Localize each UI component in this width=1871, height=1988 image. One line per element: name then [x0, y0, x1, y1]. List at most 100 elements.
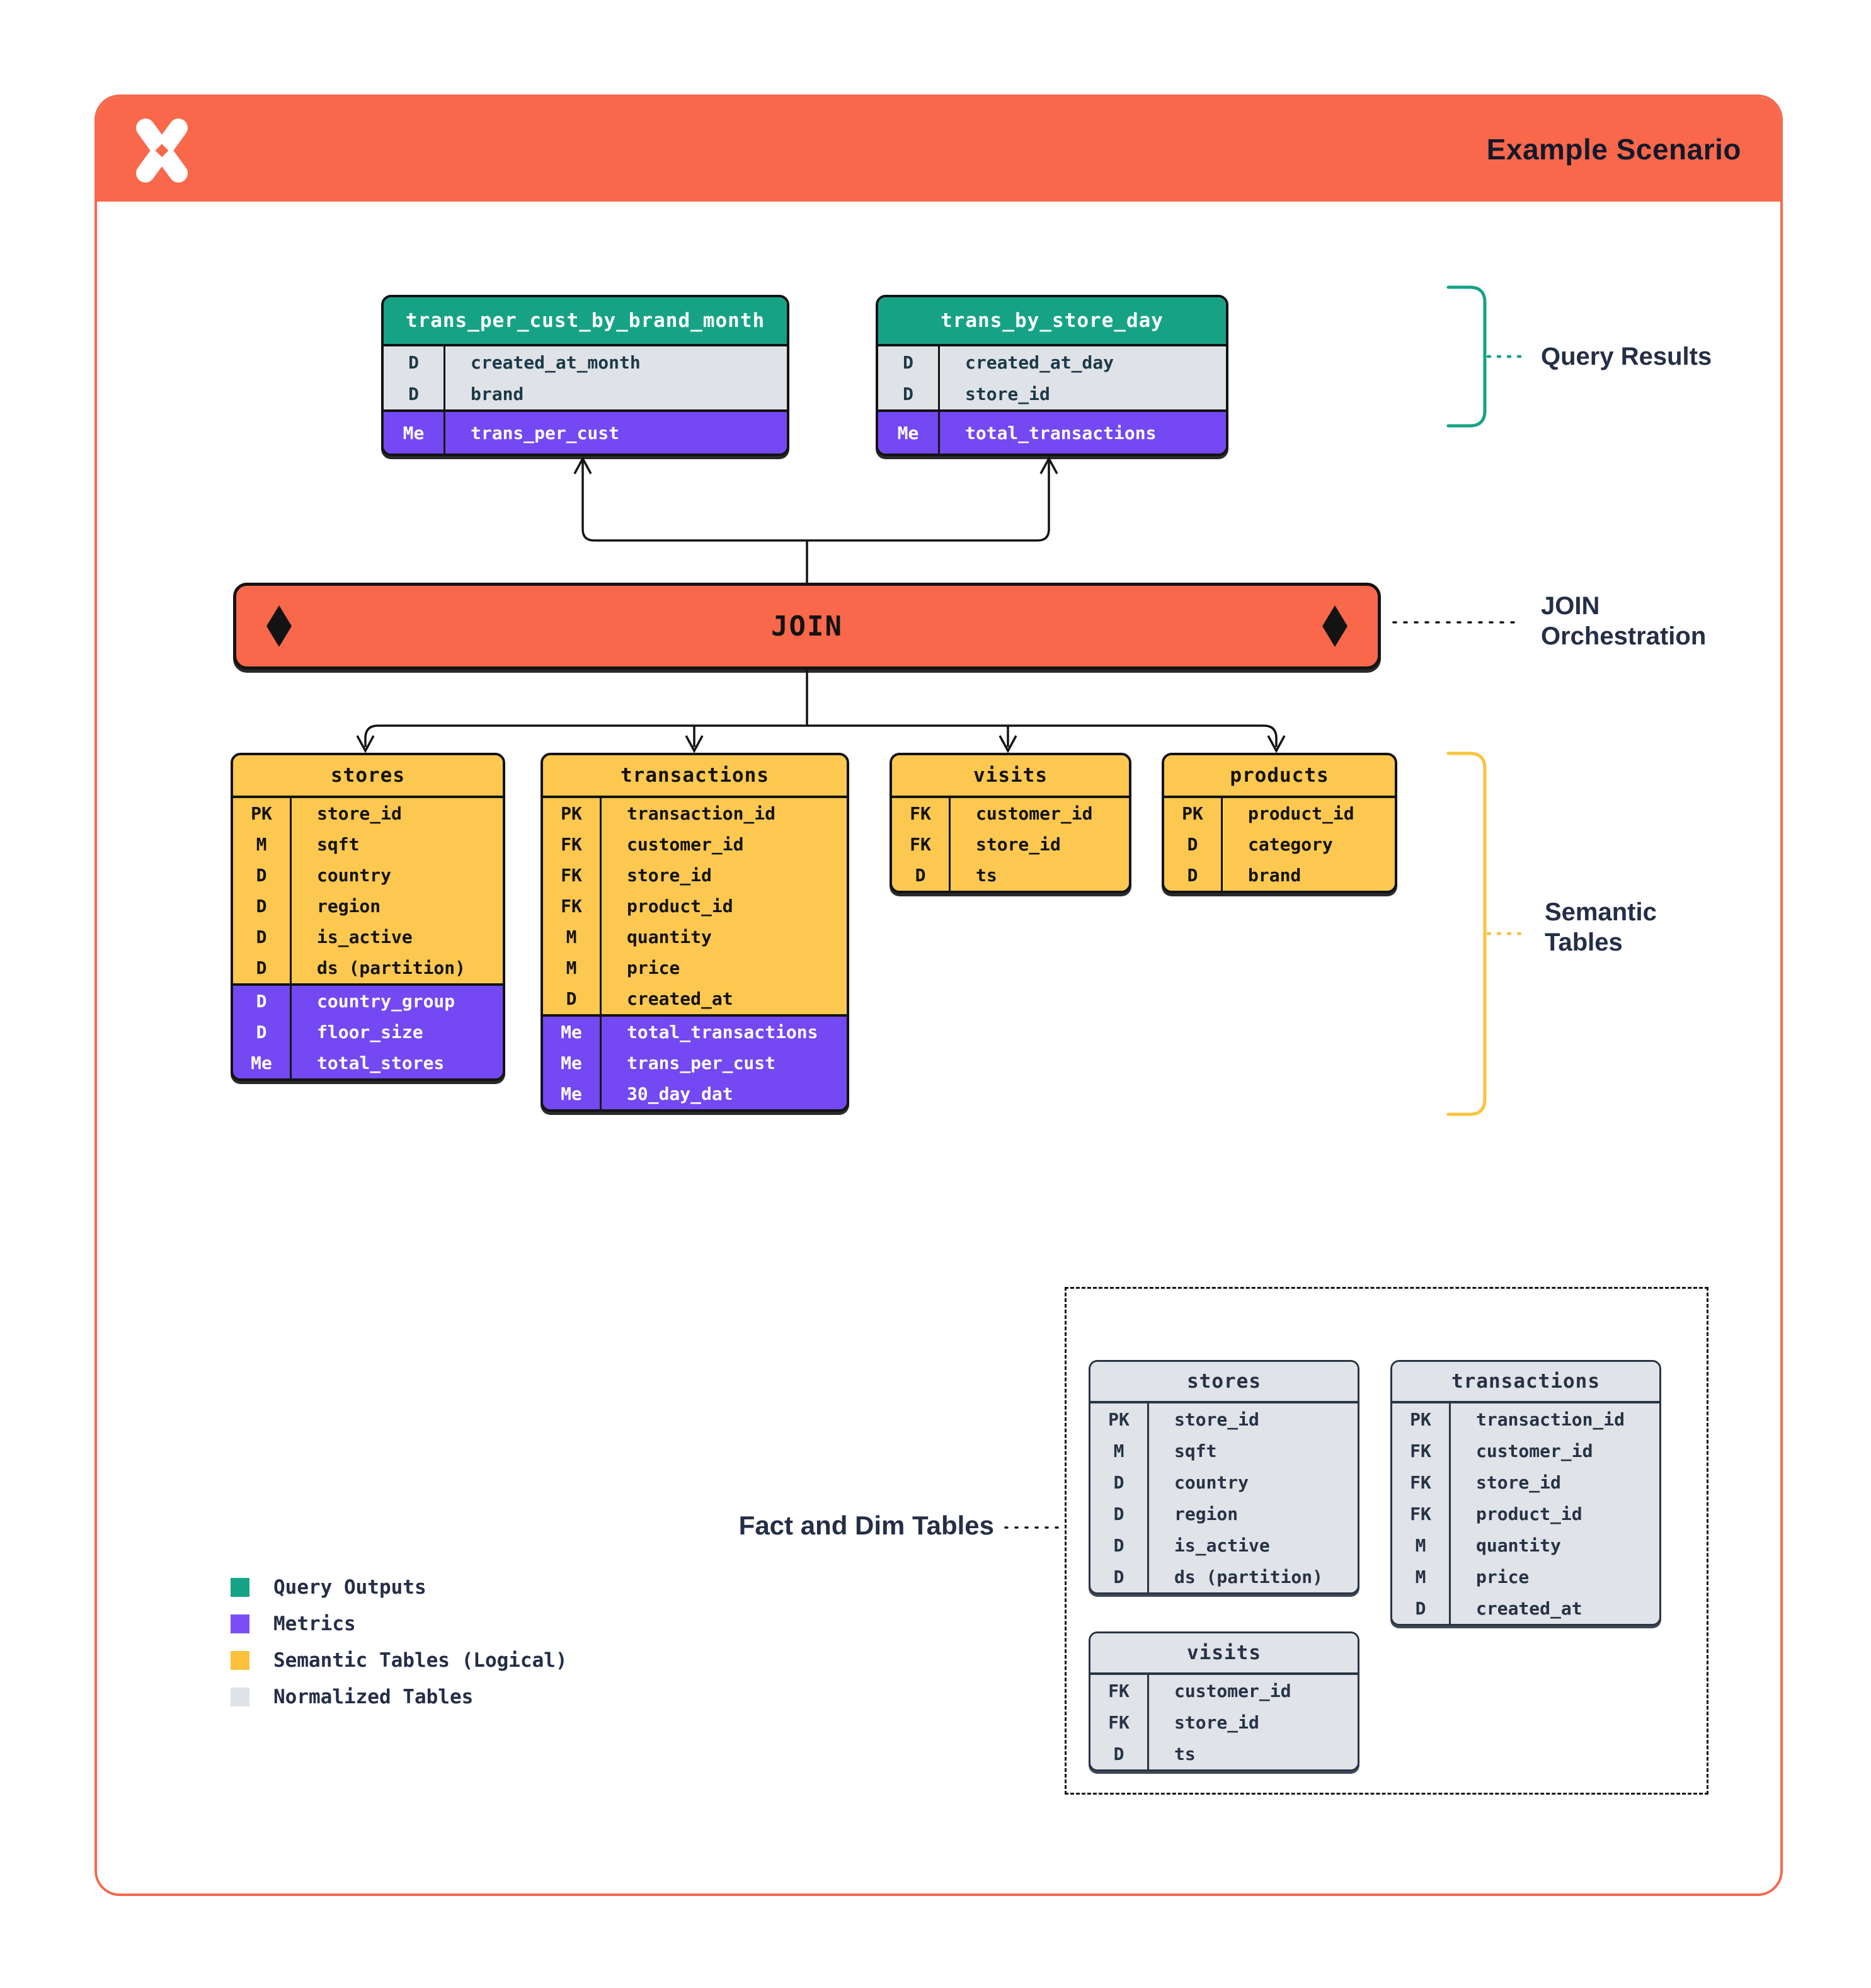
row-field: country: [317, 865, 392, 886]
table-title: transactions: [543, 755, 847, 798]
row-field: ts: [1174, 1743, 1196, 1764]
row-field: sqft: [317, 834, 360, 855]
x-spark-logo-icon: [136, 118, 188, 183]
row-field: is_active: [317, 927, 413, 947]
row-badge: Me: [233, 1048, 292, 1078]
join-label: JOIN: [771, 610, 843, 643]
row-badge: D: [878, 378, 940, 409]
row-badge: D: [1164, 860, 1223, 891]
row-field: customer_id: [1476, 1440, 1593, 1461]
row-field: customer_id: [1174, 1680, 1291, 1701]
legend-label: Normalized Tables: [273, 1686, 474, 1708]
row-badge: PK: [1090, 1403, 1149, 1435]
row-field: price: [627, 957, 680, 978]
legend-item: Semantic Tables (Logical): [231, 1649, 568, 1672]
row-badge: D: [543, 983, 602, 1014]
table-row: FK product_id: [1392, 1498, 1659, 1529]
table-row: Me total_transactions: [878, 409, 1226, 454]
row-field: transaction_id: [627, 803, 776, 824]
row-field: brand: [1248, 865, 1302, 886]
row-badge: PK: [1392, 1403, 1451, 1435]
row-field: quantity: [627, 927, 712, 947]
row-field: created_at: [627, 988, 733, 1009]
row-field: total_transactions: [965, 422, 1157, 443]
row-field: product_id: [627, 896, 733, 917]
row-field: store_id: [965, 383, 1050, 404]
table-title: transactions: [1392, 1362, 1659, 1403]
row-badge: M: [1090, 1435, 1149, 1466]
card-header: Example Scenario: [97, 97, 1780, 202]
row-badge: Me: [878, 412, 940, 454]
row-badge: D: [892, 860, 951, 891]
diamond-icon: [266, 605, 292, 647]
table-title: stores: [233, 755, 503, 798]
legend-swatch-icon: [231, 1688, 249, 1706]
legend-label: Metrics: [273, 1613, 356, 1635]
row-badge: D: [1090, 1529, 1149, 1561]
row-field: country_group: [317, 991, 455, 1012]
row-badge: FK: [1392, 1498, 1451, 1529]
page-title: Example Scenario: [1486, 133, 1741, 166]
row-field: product_id: [1248, 803, 1354, 824]
row-field: ts: [976, 865, 997, 886]
row-badge: D: [233, 1017, 292, 1048]
row-badge: FK: [543, 829, 602, 860]
row-field: created_at_month: [471, 351, 641, 373]
row-field: 30_day_dat: [627, 1083, 733, 1104]
row-badge: M: [233, 829, 292, 860]
row-badge: D: [1090, 1738, 1149, 1769]
row-badge: D: [233, 860, 292, 891]
row-field: brand: [471, 383, 524, 404]
table-title: trans_per_cust_by_brand_month: [384, 297, 787, 346]
row-badge: Me: [543, 1048, 602, 1078]
row-badge: D: [1164, 829, 1223, 860]
row-field: region: [1174, 1503, 1239, 1524]
row-badge: PK: [1164, 798, 1223, 829]
row-field: product_id: [1476, 1503, 1582, 1524]
diamond-icon: [1322, 605, 1347, 647]
row-badge: Me: [543, 1017, 602, 1048]
row-field: store_id: [627, 865, 712, 886]
table-title: visits: [892, 755, 1129, 798]
join-orchestration-bar: JOIN: [233, 583, 1381, 670]
